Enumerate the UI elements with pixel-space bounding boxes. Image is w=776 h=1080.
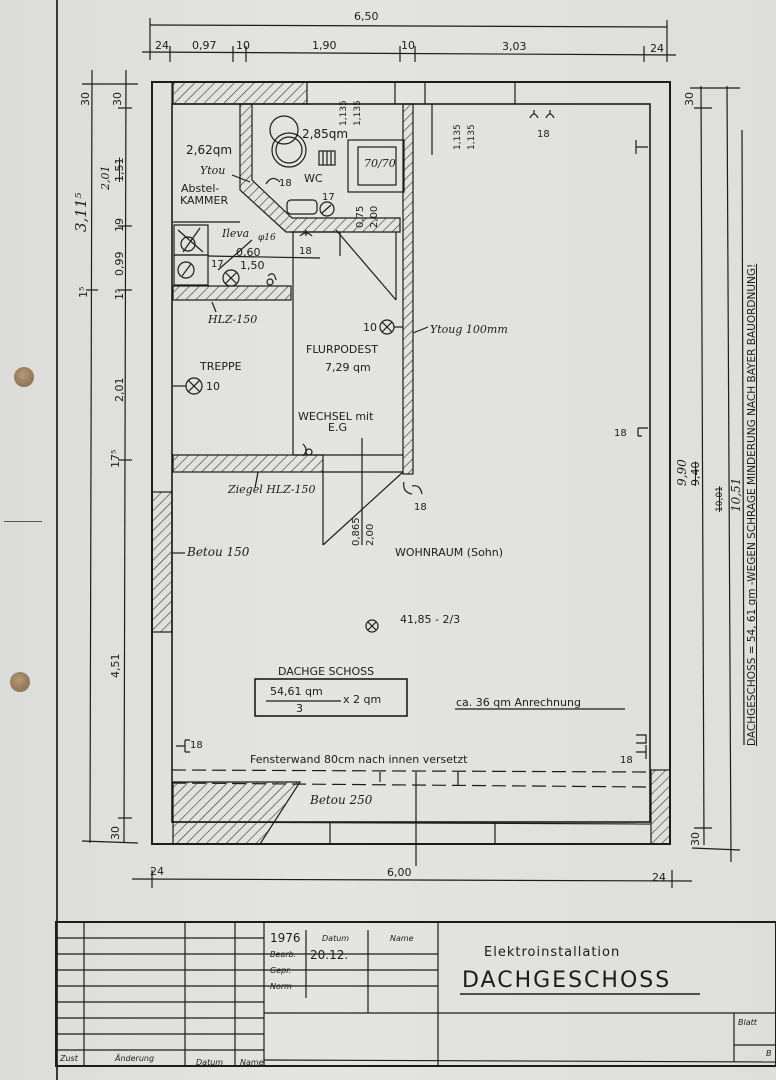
punch-hole-icon xyxy=(14,367,34,387)
treppe-wall-type: HLZ-150 xyxy=(208,313,258,326)
dim-total-width: 6,50 xyxy=(354,10,379,23)
dim-wc-height: 1,135 xyxy=(353,100,363,126)
shower-size: 70/70 xyxy=(364,157,396,170)
dim-left: 0,99 xyxy=(113,251,126,277)
drawing-subtitle: Elektroinstallation xyxy=(484,945,621,960)
heater-dim: 0,60 xyxy=(236,246,261,259)
light-number: 17 xyxy=(322,192,335,203)
flur-wall-type: Ytoug 100mm xyxy=(430,323,508,336)
switch-note: E.G xyxy=(328,421,347,434)
dim-left: 1⁵ xyxy=(77,286,90,298)
partition-wall-type: Ziegel HLZ-150 xyxy=(228,483,316,496)
dim-segment: 1,90 xyxy=(312,39,337,52)
outlet-number: 18 xyxy=(537,129,550,140)
wohnraum-area: 41,85 - 2/3 xyxy=(400,613,461,626)
dim-right: 30 xyxy=(689,832,702,846)
tb-rev-zust: Zust xyxy=(60,1054,78,1063)
outlet-number: 18 xyxy=(279,178,292,189)
note-box-multiplier: x 2 qm xyxy=(343,693,382,706)
dim-segment: 24 xyxy=(652,871,666,884)
dim-segment: 3,03 xyxy=(502,40,527,53)
wc-label: WC xyxy=(304,172,323,185)
dim-room-height: 1,135 xyxy=(467,124,477,150)
dim-inner-width: 6,00 xyxy=(387,866,412,879)
light-number: 10 xyxy=(206,380,220,393)
dim-room-height: 1,135 xyxy=(453,124,463,150)
tb-rev-aenderung: Änderung xyxy=(115,1054,155,1063)
tb-blatt-2: B xyxy=(766,1049,772,1058)
tb-row-gepr: Gepr. xyxy=(270,966,292,975)
dim-left: 30 xyxy=(111,92,124,106)
flur-door-dim: 2,00 xyxy=(365,523,376,546)
light-number: 10 xyxy=(363,321,377,334)
wohnraum-label: WOHNRAUM (Sohn) xyxy=(395,546,504,559)
drawing-title: DACHGESCHOSS xyxy=(462,968,672,993)
tb-blatt: Blatt xyxy=(738,1018,757,1027)
dim-segment: 24 xyxy=(150,865,164,878)
dim-left: 1,51 xyxy=(113,157,126,183)
heater-dim: 1,50 xyxy=(240,259,265,272)
binding-margin-line xyxy=(56,0,58,1080)
dim-segment: 24 xyxy=(155,39,169,52)
tb-row-bearb: Bearb. xyxy=(270,950,297,959)
fold-mark xyxy=(4,521,42,522)
abstellkammer-area: 2,62qm xyxy=(186,143,233,157)
dim-segment: 10 xyxy=(401,39,415,52)
flurpodest-label: FLURPODEST xyxy=(306,343,379,356)
tb-year: 1976 xyxy=(270,931,301,945)
tb-col-datum: Datum xyxy=(322,934,350,943)
dim-left: 30 xyxy=(109,826,122,840)
wohnraum-wall-bottom: Betou 250 xyxy=(310,793,373,807)
wc-door-dim: 0,75 xyxy=(355,205,366,228)
note-box-title: DACHGE SCHOSS xyxy=(278,665,375,678)
tb-rev-name: Name xyxy=(240,1058,264,1067)
light-number: 17 xyxy=(211,259,224,270)
tb-row-norm: Norm xyxy=(270,982,292,991)
dim-left: 3,11⁵ xyxy=(72,192,90,232)
abstellkammer-name: Abstel- xyxy=(181,182,220,195)
flurpodest-area: 7,29 qm xyxy=(325,361,371,374)
flur-door-dim: 0,865 xyxy=(351,517,362,546)
note-box-denominator: 3 xyxy=(296,702,303,715)
note-window-wall: Fensterwand 80cm nach innen versetzt xyxy=(250,753,468,766)
dim-right: 9,40 xyxy=(689,461,702,487)
outlet-number: 18 xyxy=(190,740,203,751)
note-anrechnung: ca. 36 qm Anrechnung xyxy=(456,696,581,709)
dim-wc-height: 1,135 xyxy=(339,100,349,126)
dim-segment: 0,97 xyxy=(192,39,217,52)
side-note-area-reduction: DACHGESCHOSS = 54, 61 qm -WEGEN SCHRAGE … xyxy=(746,263,758,746)
treppe-label: TREPPE xyxy=(200,360,242,373)
dim-right: 9,90 xyxy=(675,459,689,486)
outlet-number: 18 xyxy=(414,502,427,513)
heater-pipe: φ16 xyxy=(258,233,276,243)
abstellkammer-wall-type: Ytou xyxy=(200,164,226,177)
wc-area: 2,85qm xyxy=(302,127,349,141)
dim-segment: 10 xyxy=(236,39,250,52)
dim-right: 30 xyxy=(683,92,696,106)
outlet-number: 18 xyxy=(299,246,312,257)
dim-right: 10,01 xyxy=(715,486,725,512)
dim-left: 1⁵ xyxy=(113,288,126,300)
dim-left: 4,51 xyxy=(109,653,122,679)
dim-left: 2,01 xyxy=(99,165,112,191)
outlet-number: 18 xyxy=(620,755,633,766)
wc-door-dim: 2,00 xyxy=(369,205,380,228)
punch-hole-icon xyxy=(10,672,30,692)
dim-left: 17⁵ xyxy=(109,449,122,468)
outlet-number: 18 xyxy=(614,428,627,439)
tb-rev-datum: Datum xyxy=(196,1058,224,1067)
note-box-numerator: 54,61 qm xyxy=(270,685,323,698)
heater-label: Ileva xyxy=(222,227,250,240)
wohnraum-wall-left: Betou 150 xyxy=(187,545,250,559)
dim-left: 2,01 xyxy=(113,377,126,403)
dim-left: 19 xyxy=(113,218,126,232)
abstellkammer-name: KAMMER xyxy=(180,194,229,207)
tb-bearb-date: 20.12. xyxy=(310,948,349,962)
dim-left: 30 xyxy=(79,92,92,106)
switch-note: WECHSEL mit xyxy=(298,410,374,423)
dim-right: 10,51 xyxy=(729,477,743,512)
tb-col-name: Name xyxy=(390,934,414,943)
dim-segment: 24 xyxy=(650,42,664,55)
